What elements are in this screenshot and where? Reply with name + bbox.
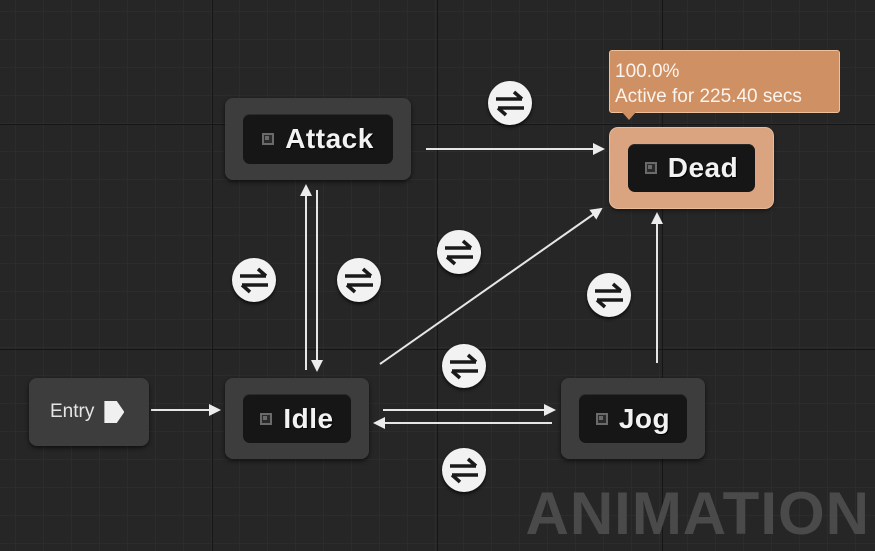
transition-rule-icon[interactable] (337, 258, 381, 302)
transition-rule-icon[interactable] (442, 448, 486, 492)
state-node-body: Jog (579, 394, 687, 443)
state-node-dead[interactable]: Dead (610, 128, 773, 208)
state-node-body: Attack (243, 114, 393, 164)
transition-rule-icon[interactable] (488, 81, 532, 125)
entry-pin-icon[interactable] (104, 401, 125, 423)
entry-node[interactable]: Entry (29, 378, 149, 446)
tooltip-weight: 100.0% (615, 61, 680, 82)
graph-type-watermark: ANIMATION (525, 480, 870, 547)
transition-rule-icon[interactable] (232, 258, 276, 302)
state-glyph-icon (644, 162, 657, 174)
entry-label: Entry (50, 401, 95, 422)
state-node-idle[interactable]: Idle (225, 378, 369, 459)
state-glyph-icon (262, 133, 275, 145)
state-node-attack[interactable]: Attack (225, 98, 411, 180)
state-label-jog: Jog (618, 402, 671, 434)
tooltip-active-time: Active for 225.40 secs (615, 86, 802, 107)
state-glyph-icon (260, 412, 273, 425)
state-node-jog[interactable]: Jog (561, 378, 705, 459)
state-node-body: Dead (628, 144, 755, 192)
wire-idle-to-dead (379, 207, 603, 365)
state-label-attack: Attack (285, 123, 374, 154)
transition-rule-icon[interactable] (587, 273, 631, 317)
transition-rule-icon[interactable] (442, 344, 486, 388)
state-label-idle: Idle (283, 402, 334, 434)
state-label-dead: Dead (667, 152, 739, 183)
state-glyph-icon (595, 412, 608, 425)
state-node-body: Idle (243, 394, 351, 443)
active-state-tooltip: 100.0% Active for 225.40 secs (609, 50, 840, 120)
transition-rule-icon[interactable] (437, 230, 481, 274)
